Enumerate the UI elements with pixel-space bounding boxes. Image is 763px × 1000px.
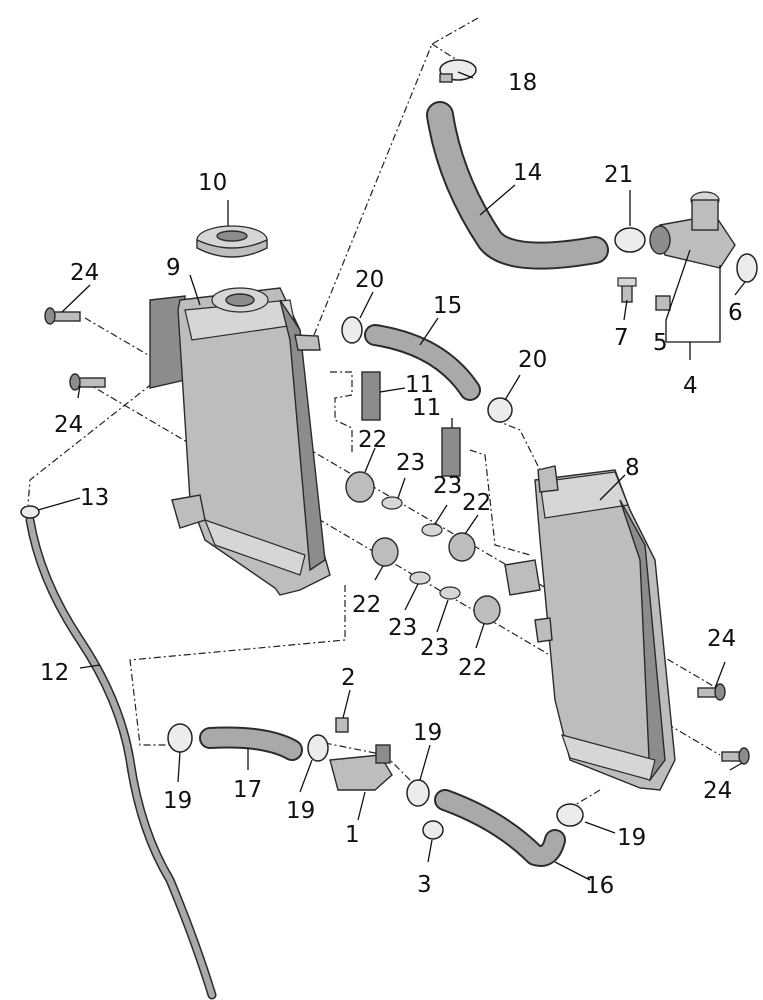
callout-18: 18 [508, 70, 537, 96]
callout-10: 10 [198, 170, 227, 196]
callout-22-lower-left: 22 [352, 592, 381, 618]
callout-24-upper-left: 24 [70, 260, 99, 286]
callout-23-upper-left: 23 [396, 450, 425, 476]
rubber-pads [361, 371, 461, 477]
callout-21: 21 [604, 162, 633, 188]
lower-left-hose [199, 726, 303, 761]
callout-12: 12 [40, 660, 69, 686]
hose-clamps-19 [167, 723, 584, 827]
callout-19-right: 19 [617, 825, 646, 851]
callout-3: 3 [417, 872, 432, 898]
middle-hose [364, 324, 481, 401]
bolts [44, 307, 750, 765]
callout-23-lower-right: 23 [420, 635, 449, 661]
callout-19-upper: 19 [413, 720, 442, 746]
callout-6: 6 [728, 300, 743, 326]
upper-hose [426, 101, 609, 270]
callout-labels: 1 2 3 4 5 6 7 8 9 10 11 11 12 13 14 15 1… [40, 70, 743, 899]
callout-15: 15 [433, 293, 462, 319]
grommets [345, 471, 501, 625]
callout-22-upper-right: 22 [462, 490, 491, 516]
callout-19-left: 19 [163, 788, 192, 814]
callout-2: 2 [341, 665, 356, 691]
callout-22-lower-right: 22 [458, 655, 487, 681]
callout-5: 5 [653, 330, 668, 356]
callout-23-lower-left: 23 [388, 615, 417, 641]
callout-14: 14 [513, 160, 542, 186]
leader-lines [37, 71, 746, 881]
callout-4: 4 [683, 373, 698, 399]
callout-23-upper-right: 23 [433, 473, 462, 499]
bushings [381, 496, 461, 600]
callout-24-upper-right: 24 [707, 626, 736, 652]
callout-22-upper-left: 22 [358, 427, 387, 453]
callout-1: 1 [345, 822, 360, 848]
callout-9: 9 [166, 255, 181, 281]
callout-16: 16 [585, 873, 614, 899]
callout-11-lower: 11 [412, 395, 441, 421]
thermostat-housing [614, 191, 758, 311]
callout-20-left: 20 [355, 267, 384, 293]
overflow-hose [25, 515, 217, 1000]
radiator-cap [196, 225, 268, 258]
top-hose-clamp [439, 59, 477, 83]
right-radiator [504, 465, 676, 791]
callout-24-lower-left: 24 [54, 412, 83, 438]
callout-7: 7 [614, 325, 629, 351]
callout-19-middle: 19 [286, 798, 315, 824]
callout-13: 13 [80, 485, 109, 511]
callout-24-lower-right: 24 [703, 778, 732, 804]
lower-right-hose [434, 789, 566, 867]
water-pump-fitting [329, 717, 444, 840]
callout-17: 17 [233, 777, 262, 803]
callout-11-upper: 11 [405, 372, 434, 398]
callout-20-right: 20 [518, 347, 547, 373]
callout-8: 8 [625, 455, 640, 481]
overflow-clip [20, 505, 40, 519]
hose-clamps-20 [341, 316, 513, 423]
left-radiator [149, 287, 331, 596]
